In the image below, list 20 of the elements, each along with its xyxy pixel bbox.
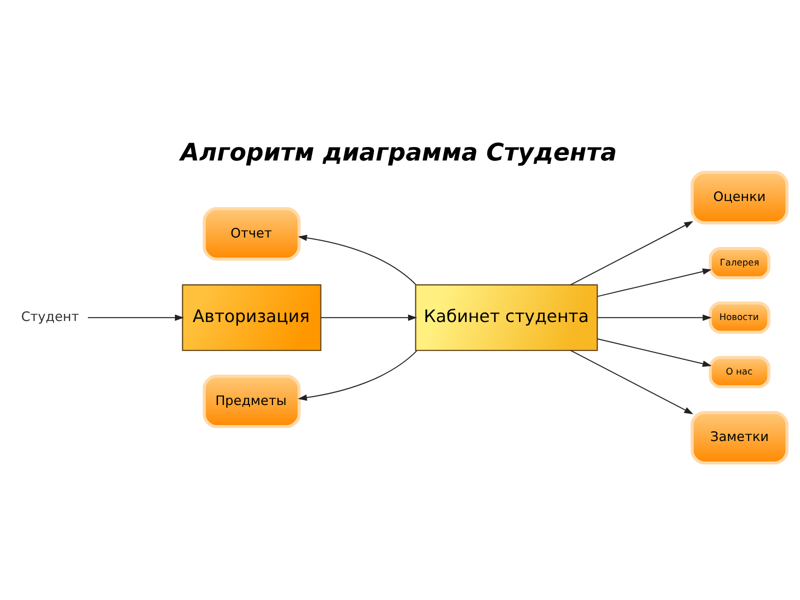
arrow [88,314,184,320]
arrow [597,314,712,320]
node-box: Галерея [708,246,770,279]
node-box: Заметки [690,410,788,464]
arrow [320,314,418,320]
node-box: Отчет [202,206,301,260]
arrow [298,234,416,284]
node-box: О нас [708,356,770,388]
diagram-title: Алгоритм диаграмма Студента [180,138,617,166]
node-box: Предметы [202,374,301,428]
arrow [570,350,694,414]
arrow [298,350,417,400]
node-box: Авторизация [182,284,322,351]
arrow [597,268,712,296]
arrow [570,220,694,285]
arrow [597,338,712,366]
node-text: Студент [21,310,79,325]
node-box: Кабинет студента [415,284,598,351]
node-box: Оценки [690,170,788,224]
node-box: Новости [708,301,770,334]
